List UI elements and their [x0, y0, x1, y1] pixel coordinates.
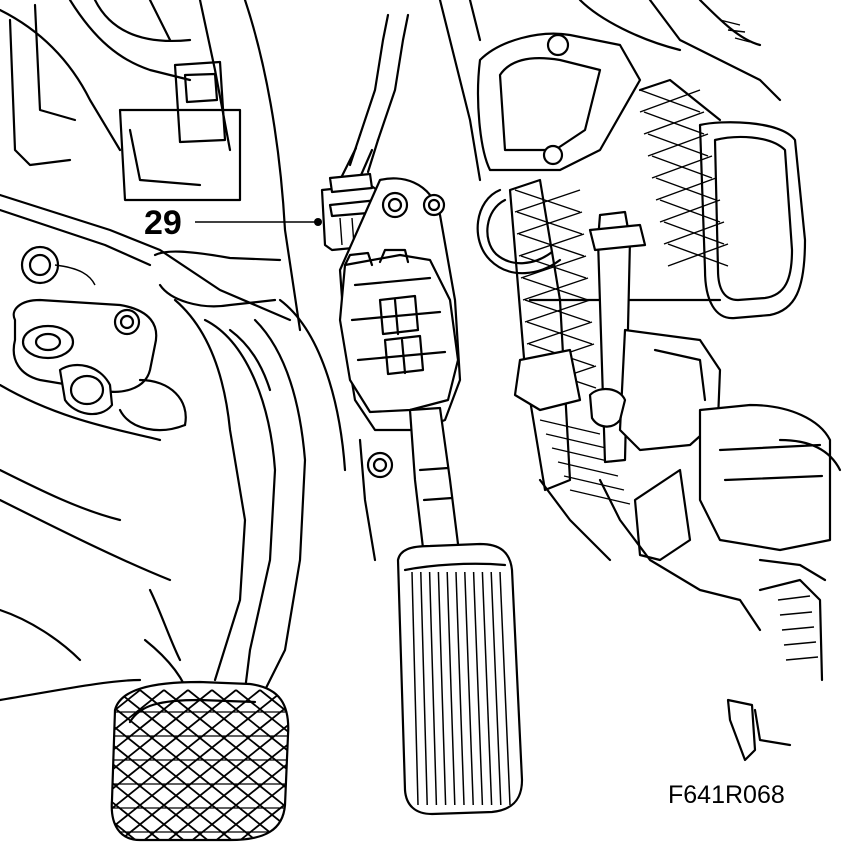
illustration-stroke	[524, 299, 591, 323]
illustration-stroke	[139, 689, 289, 840]
dashboard-structure-left	[0, 0, 302, 702]
illustration-stroke	[411, 571, 419, 806]
illustration-stroke	[569, 489, 631, 505]
illustration-stroke	[659, 199, 721, 223]
brake-pedal-pad	[0, 680, 290, 850]
illustration-stroke	[472, 571, 484, 806]
illustration-stroke	[179, 689, 289, 840]
illustration-stroke	[428, 571, 438, 806]
illustration-stroke	[111, 689, 237, 840]
illustration-stroke	[0, 690, 44, 850]
illustration-stroke	[111, 689, 221, 840]
illustration-stroke	[235, 689, 289, 840]
illustration-stroke	[155, 689, 289, 840]
illustration-stroke	[111, 689, 285, 840]
illustration-stroke	[563, 475, 625, 491]
illustration-stroke	[111, 689, 149, 840]
illustration-stroke	[464, 571, 474, 806]
illustration-stroke	[227, 689, 289, 840]
illustration-stroke	[446, 571, 456, 806]
illustration-stroke	[420, 571, 428, 806]
accelerator-pedal-module	[320, 13, 462, 567]
illustration-stroke	[499, 571, 511, 806]
illustration-stroke	[557, 461, 619, 477]
illustration-stroke	[545, 433, 607, 449]
illustration-stroke	[111, 689, 165, 840]
callout-number: 29	[144, 204, 182, 242]
illustration-stroke	[111, 689, 197, 840]
brake-pedal-arm	[143, 298, 347, 702]
illustration-stroke	[0, 690, 100, 850]
illustration-stroke	[203, 689, 289, 840]
illustration-stroke	[647, 133, 709, 157]
illustration-stroke	[0, 690, 92, 850]
illustration-stroke	[490, 571, 502, 806]
illustration-stroke	[514, 189, 581, 213]
illustration-stroke	[551, 447, 613, 463]
illustration-stroke	[111, 689, 289, 840]
illustration-stroke	[539, 419, 601, 435]
figure-code: F641R068	[668, 781, 785, 809]
illustration-stroke	[211, 689, 289, 840]
illustration-stroke	[437, 571, 447, 806]
accelerator-pedal-pad	[396, 542, 524, 816]
illustration-stroke	[131, 689, 289, 840]
illustration-stroke	[111, 689, 125, 840]
illustration-stroke	[111, 689, 173, 840]
illustration-stroke	[111, 689, 261, 840]
illustration-stroke	[111, 689, 117, 840]
illustration-stroke	[643, 111, 705, 135]
illustration-stroke	[481, 571, 493, 806]
illustration-stroke	[111, 689, 269, 840]
illustration-stroke	[111, 689, 245, 840]
illustration-stroke	[0, 690, 68, 850]
illustration-stroke	[651, 155, 713, 179]
callout-leader-dot	[314, 218, 322, 226]
illustration-stroke	[111, 689, 289, 840]
illustration-stroke	[667, 243, 729, 267]
right-bracket-structure	[438, 0, 842, 762]
illustration-stroke	[526, 321, 593, 345]
illustration-stroke	[663, 221, 725, 245]
callout-29: 29	[144, 204, 322, 242]
illustration-stroke	[516, 211, 583, 235]
illustration-stroke	[639, 89, 701, 113]
illustration-stroke	[455, 571, 465, 806]
illustration-stroke	[163, 689, 289, 840]
illustration-stroke	[522, 277, 589, 301]
illustration-stroke	[655, 177, 717, 201]
illustration-stroke	[111, 689, 189, 840]
